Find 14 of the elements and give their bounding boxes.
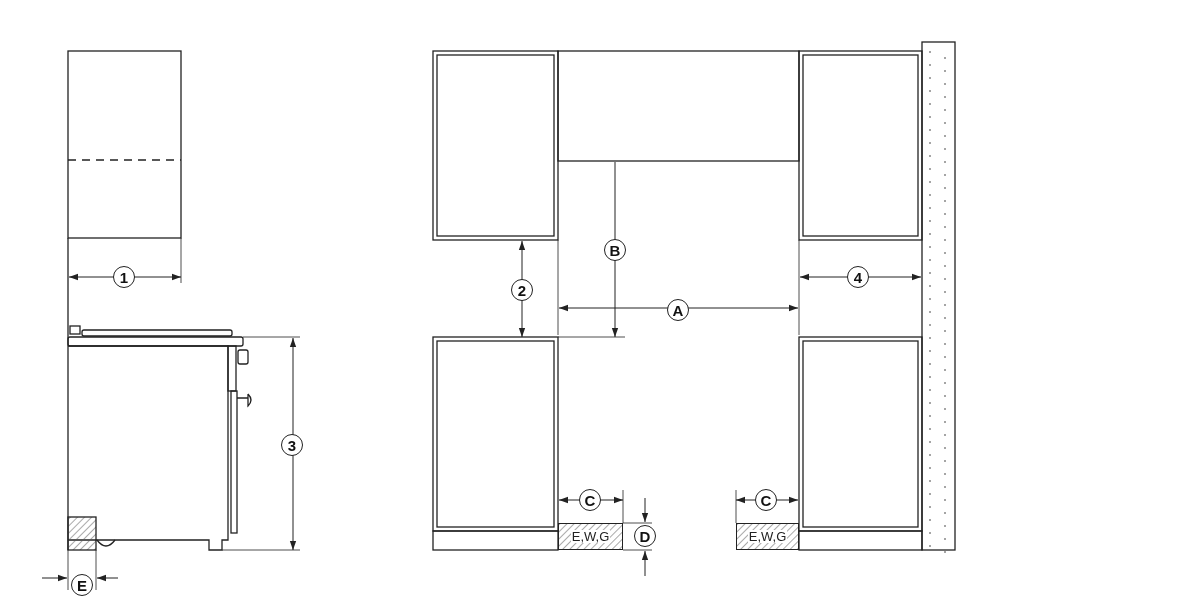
callout-letter: D [634, 525, 656, 547]
callout-letter: A [667, 299, 689, 321]
callout-letter: E [71, 574, 93, 596]
hatched-block [736, 523, 799, 550]
block-label: E,W,G [570, 530, 611, 543]
callout-letter: 2 [511, 279, 533, 301]
callout-letter: C [579, 489, 601, 511]
callout-letter: 3 [281, 434, 303, 456]
block-label: E,W,G [747, 530, 788, 543]
callout-letter: 4 [847, 266, 869, 288]
callout-letter: C [755, 489, 777, 511]
hatched-block [558, 523, 623, 550]
callout-letter: B [604, 239, 626, 261]
callout-letter: 1 [113, 266, 135, 288]
